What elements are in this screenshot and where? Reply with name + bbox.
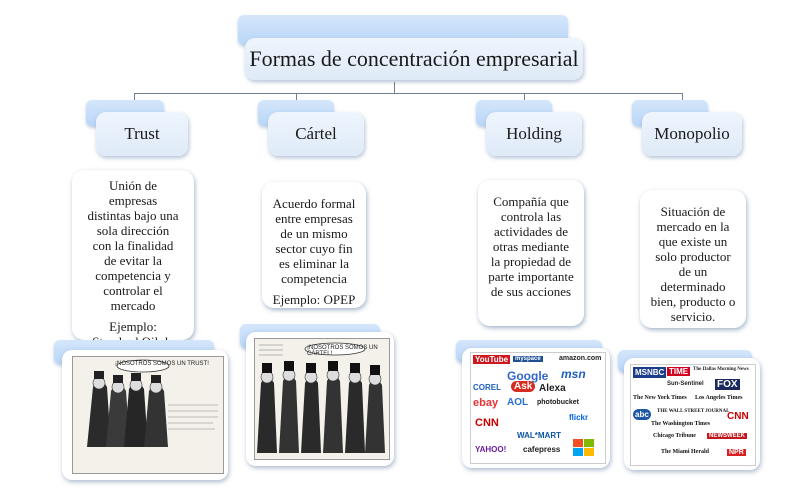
- logo-chicago-tribune: Chicago Tribune: [653, 433, 696, 439]
- logo-google: Google: [507, 369, 549, 383]
- logo-nytimes: The New York Times: [633, 395, 687, 401]
- logo-corel: COREL: [473, 383, 501, 392]
- logo-cafepress: cafepress: [523, 445, 561, 454]
- logo-dallas-morning-news: The Dallas Morning News: [693, 367, 749, 372]
- logo-cnn: CNN: [475, 417, 499, 429]
- logo-yahoo: YAHOO!: [475, 445, 507, 454]
- logo-latimes: Los Angeles Times: [695, 395, 743, 401]
- connector-horizontal: [134, 93, 682, 94]
- logo-cnn-monopolio: CNN: [727, 411, 749, 422]
- description-holding: Compañía que controla las actividades de…: [478, 180, 584, 326]
- description-cartel-example: Ejemplo: OPEP: [272, 292, 356, 307]
- category-trust-label: Trust: [124, 124, 160, 143]
- diagram-title: Formas de concentración empresarial: [245, 38, 583, 80]
- windows-logo-icon: [573, 439, 594, 456]
- diagram-title-text: Formas de concentración empresarial: [249, 46, 579, 71]
- logo-washington-times: The Washington Times: [651, 421, 711, 427]
- trust-cartoon-image: ¡NOSOTROS SOMOS UN TRUST!: [72, 356, 224, 474]
- logo-myspace: myspace: [513, 356, 543, 362]
- connector-trunk: [394, 82, 395, 94]
- logo-npr: NPR: [727, 449, 746, 456]
- logo-alexa: Alexa: [539, 383, 566, 394]
- description-monopolio: Situación de mercado en la que existe un…: [640, 190, 746, 328]
- logo-sun-sentinel: Sun-Sentinel: [667, 381, 704, 387]
- category-trust: Trust: [96, 112, 188, 156]
- holding-logos-image: YouTube myspace amazon.com Google msn CO…: [470, 352, 606, 464]
- logo-newsweek: NEWSWEEK: [707, 433, 747, 439]
- logo-wsj: THE WALL STREET JOURNAL: [657, 409, 730, 414]
- category-monopolio: Monopolio: [642, 112, 742, 156]
- logo-flickr: flickr: [569, 413, 589, 422]
- cartel-cartoon-illustration: [257, 342, 385, 453]
- logo-youtube: YouTube: [473, 355, 511, 364]
- description-holding-text: Compañía que controla las actividades de…: [488, 194, 574, 299]
- trust-cartoon-caption: ¡NOSOTROS SOMOS UN TRUST!: [115, 361, 209, 367]
- connector-holding: [524, 93, 525, 103]
- description-trust-text: Unión de empresas distintas bajo una sol…: [87, 178, 179, 313]
- logo-time: TIME: [667, 367, 691, 376]
- logo-miami-herald: The Miami Herald: [661, 449, 709, 455]
- logo-aol: AOL: [507, 397, 529, 408]
- category-holding: Holding: [486, 112, 582, 156]
- logo-ask: Ask: [511, 381, 536, 392]
- logo-abc: abc: [633, 409, 651, 420]
- logo-msn: msn: [561, 367, 586, 381]
- trust-cartoon-illustration: [87, 359, 218, 447]
- cartel-cartoon-caption: ¡NOSOTROS SOMOS UN CÁRTEL!: [307, 345, 378, 357]
- logo-ebay: ebay: [473, 397, 499, 409]
- category-cartel-label: Cártel: [295, 124, 337, 143]
- connector-trust: [134, 93, 135, 103]
- description-monopolio-text: Situación de mercado en la que existe un…: [650, 204, 736, 324]
- category-monopolio-label: Monopolio: [654, 124, 730, 143]
- logo-amazon: amazon.com: [559, 355, 602, 362]
- category-cartel: Cártel: [268, 112, 364, 156]
- logo-msnbc: MSNBC: [633, 367, 667, 378]
- logo-photobucket: photobucket: [537, 399, 579, 406]
- category-holding-label: Holding: [506, 124, 562, 143]
- monopolio-logos-image: MSNBC TIME The Dallas Morning News Sun-S…: [630, 364, 756, 466]
- logo-fox: FOX: [715, 379, 740, 390]
- connector-cartel: [296, 93, 297, 103]
- cartel-cartoon-image: ¡NOSOTROS SOMOS UN CÁRTEL!: [254, 338, 390, 460]
- description-trust: Unión de empresas distintas bajo una sol…: [72, 170, 194, 364]
- description-cartel: Acuerdo formal entre empresas de un mism…: [262, 182, 366, 308]
- connector-monopolio: [682, 93, 683, 103]
- logo-walmart: WAL*MART: [517, 431, 561, 440]
- description-cartel-text: Acuerdo formal entre empresas de un mism…: [272, 196, 356, 286]
